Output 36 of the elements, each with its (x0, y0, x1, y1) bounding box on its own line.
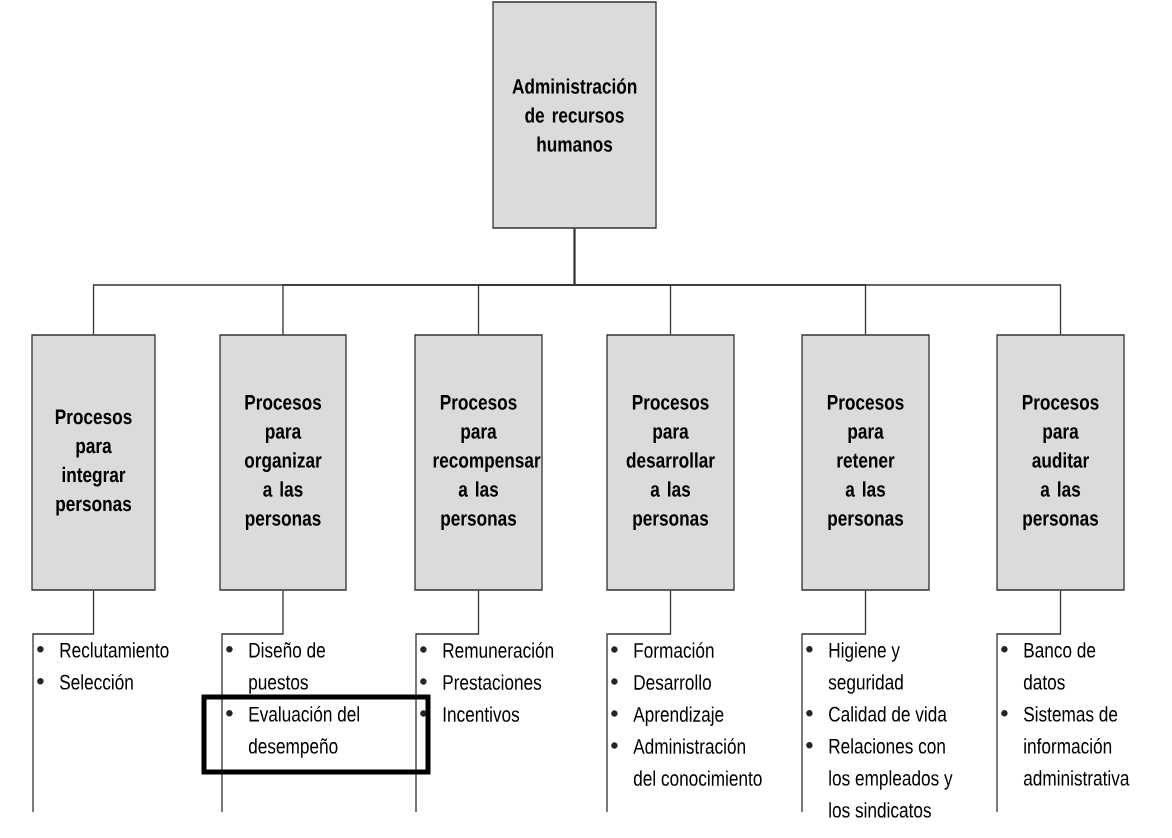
process-box: Procesos para desarrollar a las personas (606, 334, 735, 591)
list-item: Sistemas de información administrativa (1023, 706, 1130, 786)
connector-line (573, 228, 1062, 335)
connector-line (996, 590, 1062, 641)
list-item: Diseño de puestos (249, 642, 325, 694)
connector-line (221, 590, 284, 641)
connector-line (606, 590, 672, 641)
connector-line (801, 590, 867, 641)
bullet-list (420, 642, 554, 722)
list-item: Remuneración (443, 642, 554, 658)
bullet-list (37, 642, 169, 690)
list-item: Higiene y seguridad (828, 642, 903, 694)
list-item: Formación (634, 642, 714, 658)
bullet-list (806, 642, 953, 818)
list-item: Selección (60, 673, 133, 690)
list-item: Prestaciones (443, 674, 542, 690)
list-item: Administración del conocimiento (633, 738, 762, 786)
list-item: Calidad de vida (829, 706, 947, 722)
bullet-list (226, 642, 359, 758)
bullet-list (1001, 642, 1130, 786)
bullet-list (611, 642, 762, 786)
list-item: Incentivos (443, 706, 520, 722)
process-box: Procesos para organizar a las personas (219, 334, 347, 591)
list-item: Reclutamiento (60, 642, 169, 658)
process-box: Administración de recursos humanos (492, 1, 657, 229)
process-box: Procesos para auditar a las personas (996, 334, 1125, 591)
connector-line (32, 590, 95, 641)
process-box: Procesos para recompensar a las personas (414, 334, 543, 591)
connector-line (415, 590, 480, 641)
list-item: Aprendizaje (633, 706, 724, 726)
list-item: Relaciones con los empleados y los sindicatos (829, 738, 953, 818)
process-box: Procesos para retener a las personas (801, 334, 930, 591)
list-item: Evaluación del desempeño (248, 705, 359, 758)
list-item: Banco de datos (1023, 642, 1096, 690)
list-item: Desarrollo (634, 674, 711, 690)
process-box: Procesos para integrar personas (31, 334, 156, 591)
